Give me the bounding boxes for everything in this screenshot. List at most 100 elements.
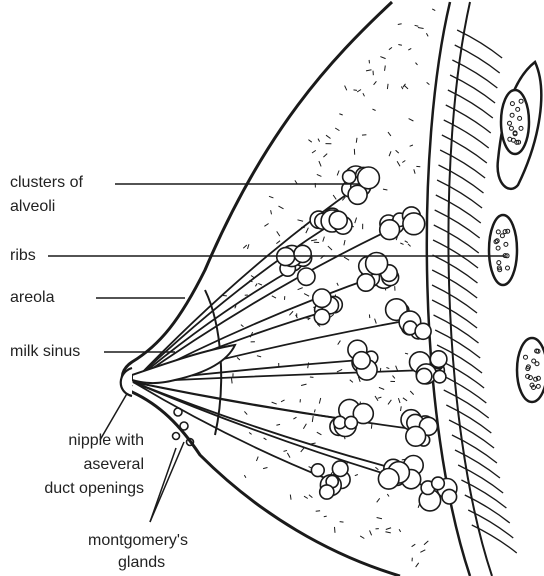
fat-texture-mark [318,139,320,142]
fat-texture-mark [409,119,414,121]
alveolus [332,461,348,477]
fat-texture-mark [415,25,419,26]
fat-texture-mark [415,63,417,65]
alveolus [378,469,399,490]
fat-texture-mark [398,24,402,25]
fat-texture-mark [400,243,403,244]
milk-duct [133,382,330,480]
fat-texture-mark [380,57,385,59]
alveolus [311,464,324,477]
fat-texture-mark [272,402,277,404]
fat-texture-mark [278,206,283,209]
fat-texture-mark [389,151,391,156]
fat-texture-mark [276,424,280,425]
muscle-striation [440,150,485,178]
muscle-striation [437,180,482,208]
muscle-striation [434,315,479,343]
fat-texture-mark [301,384,306,385]
fat-texture-mark [272,296,276,298]
montgomery-gland [173,433,180,440]
fat-texture-mark [303,424,306,429]
fat-texture-mark [237,357,240,360]
label-nipple-line3: duct openings [44,478,144,500]
alveolus [343,170,356,183]
fat-texture-mark [271,210,272,214]
fat-texture-mark [420,550,425,552]
fat-texture-mark [319,398,320,404]
fat-texture-mark [312,150,316,153]
fat-texture-mark [244,475,246,478]
fat-texture-mark [363,93,365,96]
fat-texture-mark [317,432,322,435]
fat-texture-mark [387,494,389,497]
fat-texture-mark [287,453,290,458]
fat-texture-mark [386,528,391,530]
fat-texture-mark [263,467,267,468]
fat-texture-mark [304,294,309,297]
fat-texture-mark [290,495,291,500]
alveolus [406,426,426,446]
label-clusters-line2: alveoli [10,196,55,218]
fat-texture-mark [379,387,384,389]
alveolus [430,351,447,368]
label-ribs: ribs [10,245,36,267]
fat-texture-mark [383,189,387,190]
fat-texture-mark [344,240,345,245]
fat-texture-mark [412,544,416,547]
fat-texture-mark [399,529,401,532]
alveolus [416,368,431,383]
alveolus [314,309,329,324]
fat-texture-mark [416,563,419,567]
fat-texture-mark [308,140,311,143]
fat-texture-mark [289,311,293,315]
alveolus [442,489,457,504]
fat-texture-mark [398,398,400,403]
fat-texture-mark [427,82,430,84]
alveolus [320,485,334,499]
fat-texture-mark [243,245,247,248]
fat-texture-mark [426,33,428,36]
alveolus [298,268,315,285]
fat-texture-mark [323,154,327,157]
montgomery-gland [174,408,182,416]
fat-texture-mark [408,48,411,50]
fat-texture-mark [389,47,392,49]
fat-texture-mark [256,457,258,461]
fat-texture-mark [377,518,382,519]
label-montgomery-line1: montgomery's [88,530,188,552]
fat-texture-mark [360,536,364,539]
fat-texture-mark [432,9,435,11]
fat-texture-mark [375,467,378,470]
fat-texture-mark [338,341,341,345]
fat-texture-mark [335,128,339,131]
fat-texture-mark [281,400,285,402]
fat-texture-mark [298,288,303,290]
label-montgomery-line2: glands [118,552,165,574]
muscle-striation [439,165,484,193]
fat-texture-mark [255,284,257,287]
fat-texture-mark [418,27,424,28]
fat-texture-mark [248,244,249,249]
rib-bone [501,90,529,154]
muscle-striation [433,240,478,268]
fat-texture-mark [333,195,336,199]
fat-texture-mark [311,240,317,241]
label-nipple-line1: nipple with [68,430,144,452]
fat-texture-mark [330,314,333,317]
label-areola: areola [10,287,54,309]
muscle-striation [442,135,487,163]
fat-texture-mark [385,66,386,71]
muscle-striation [446,405,491,433]
muscle-striation [432,270,477,298]
fat-texture-mark [370,530,372,535]
fat-texture-mark [396,150,399,153]
muscle-striation [449,420,494,448]
fat-texture-mark [298,220,304,221]
rib-bone [489,215,517,285]
fat-texture-mark [337,283,338,286]
fat-texture-mark [408,244,411,247]
alveolus [434,371,446,383]
fat-texture-mark [410,391,413,395]
alveolus [329,211,347,229]
muscle-striation [432,300,477,328]
